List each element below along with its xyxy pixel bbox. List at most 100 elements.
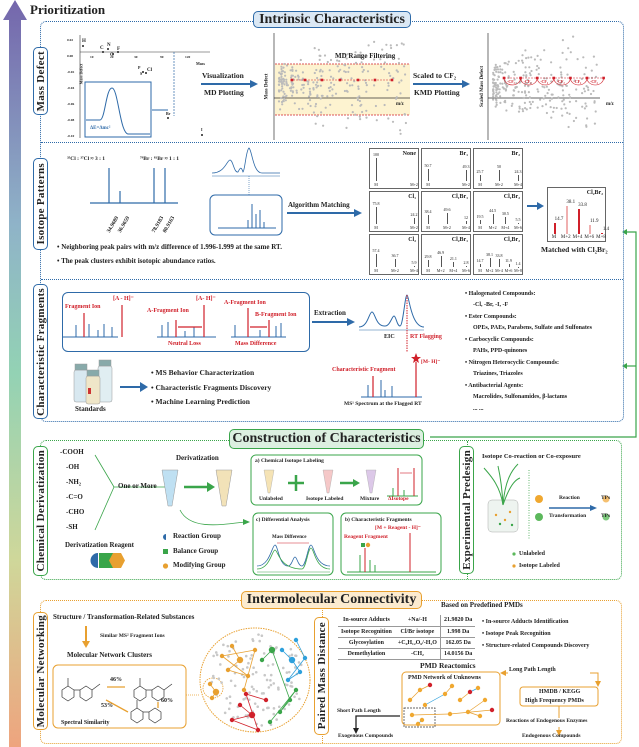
scatter-point — [585, 124, 588, 127]
scatter-point — [313, 47, 316, 50]
scatter-point — [391, 120, 395, 123]
experimental-predesign-label: Experimental Predesign — [459, 446, 474, 574]
scatter-point — [592, 55, 596, 58]
hmdb-kegg-label: HMDB / KEGG — [539, 689, 581, 695]
peak-value: 11.9 — [589, 219, 599, 225]
scatter-point — [282, 100, 285, 103]
scatter-point — [386, 56, 389, 59]
scatter-point — [507, 60, 510, 63]
scatter-point — [356, 96, 359, 99]
scatter-point — [495, 103, 498, 106]
scatter-point — [301, 71, 304, 74]
scatter-point — [360, 61, 363, 64]
scatter-point — [501, 72, 504, 75]
network-node — [262, 708, 265, 712]
scatter-point — [567, 47, 570, 50]
pmd-table-cell: -CH₂ — [394, 648, 441, 660]
scatter-point — [348, 66, 351, 69]
network-node — [255, 689, 259, 693]
scatter-point — [331, 88, 334, 91]
pmd-node — [417, 687, 423, 693]
scatter-point — [336, 65, 339, 68]
scatter-point — [523, 90, 527, 93]
scatter-point — [346, 117, 350, 120]
scatter-point — [386, 88, 389, 92]
scatter-point — [562, 94, 565, 97]
fragment-bullet: Machine Learning Prediction — [151, 398, 250, 406]
isotope-peak — [466, 169, 467, 181]
network-edge — [231, 714, 253, 721]
scatter-point — [283, 97, 286, 100]
scatter-point — [495, 91, 498, 94]
scatter-point — [518, 105, 521, 108]
pmd-node — [409, 712, 415, 718]
scatter-point — [332, 77, 335, 80]
scatter-point — [280, 80, 283, 83]
scatter-point — [308, 99, 312, 102]
scatter-point — [398, 81, 401, 84]
network-node — [207, 681, 213, 687]
network-edge — [231, 719, 259, 731]
scatter-point — [498, 91, 501, 94]
predesign-title: Isotope Co-reaction or Co-exposure — [482, 453, 581, 460]
scatter-point — [561, 89, 565, 92]
characteristic-fragments-label: Characteristic Fragments — [33, 284, 48, 419]
scatter-point — [343, 70, 346, 73]
scatter-point — [312, 81, 315, 84]
transformation-label: Transformation — [549, 513, 587, 519]
scatter-point — [590, 69, 593, 72]
scatter-point — [561, 51, 564, 55]
scatter-point — [359, 51, 362, 54]
network-node — [290, 685, 294, 688]
scatter-point — [593, 122, 597, 125]
standards-label: Standards — [75, 405, 106, 413]
cf2-step-arc — [536, 77, 555, 86]
scatter-point — [494, 63, 497, 66]
isotope-peak — [447, 212, 448, 224]
scatter-point — [518, 107, 521, 110]
scatter-point — [504, 62, 507, 65]
scaled-label: Scaled to CF₂ — [413, 71, 457, 80]
scatter-point — [584, 102, 587, 105]
scatter-point — [389, 44, 392, 47]
cf2-step-arc — [553, 77, 571, 86]
network-edge — [221, 655, 249, 677]
network-node — [251, 638, 254, 641]
scatter-point — [562, 98, 565, 101]
scatter-point — [556, 79, 559, 82]
cf2-step-label: -CF₂ — [507, 79, 515, 84]
peak-x-label: M+2 — [410, 225, 418, 230]
peak-x-label: M+6 — [504, 268, 513, 273]
scatter-point — [298, 107, 301, 111]
scatter-point — [492, 88, 495, 91]
functional-group: -C=O — [66, 493, 83, 501]
scatter-point — [323, 54, 327, 57]
scatter-point — [315, 68, 318, 72]
scatter-point — [301, 107, 304, 110]
scatter-point — [498, 65, 502, 68]
isotope-peak — [428, 260, 429, 267]
molecular-networking-label: Molecular Networking — [33, 612, 48, 730]
scatter-point — [315, 86, 318, 89]
peak-x-label: M — [551, 235, 557, 240]
network-node — [214, 651, 218, 654]
scatter-point — [280, 89, 283, 92]
scatter-point — [313, 71, 316, 75]
scatter-point — [329, 58, 333, 62]
fragment-ion-label: Fragment Ion — [65, 304, 101, 310]
scatter-point — [359, 53, 362, 57]
scatter-point — [520, 91, 524, 94]
scatter-point — [358, 95, 361, 98]
network-node — [227, 707, 231, 711]
cf2-step-arc — [503, 77, 521, 86]
network-edge — [245, 693, 267, 701]
scatter-point — [383, 103, 386, 107]
scatter-point — [314, 102, 318, 106]
scatter-point — [586, 86, 590, 89]
network-node — [289, 647, 293, 651]
network-node — [260, 692, 264, 695]
endogenous-enzymes-label: Reactions of Endogenous Enzymes — [506, 718, 588, 724]
peak-value: 19.5 — [476, 213, 484, 219]
